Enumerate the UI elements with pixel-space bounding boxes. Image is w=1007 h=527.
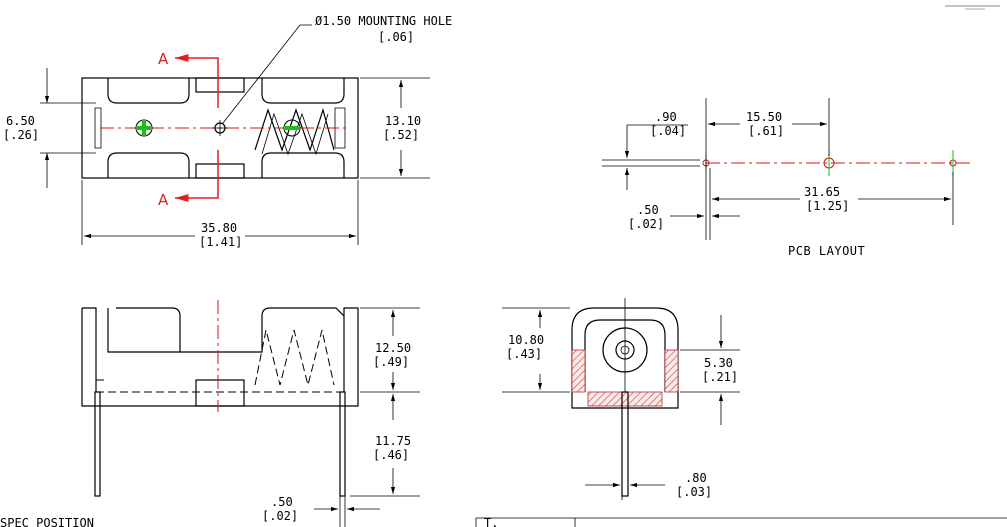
title-block: T. [475, 516, 1007, 527]
end-view-hatch-right [664, 349, 679, 393]
dim-pin-width-mm: .50 [271, 495, 293, 509]
dim-pcb-offset-in: [.04] [650, 124, 686, 138]
mounting-hole-callout-inch: [.06] [378, 30, 414, 44]
side-view-upper-edge [180, 307, 345, 353]
dim-top-length-mm: 35.80 [201, 221, 237, 235]
end-view-hatch-bottom [587, 391, 663, 407]
top-view-upper-cutout-right [261, 78, 345, 104]
dim-pcb-span-in: [1.25] [806, 199, 849, 213]
top-view: A A Ø1.50 MOUNTING HOLE [.06] 6.50 [.26]… [3, 14, 452, 249]
top-view-tab-top [195, 77, 245, 93]
dim-top-right-in: [.52] [383, 128, 419, 142]
end-view: 10.80 [.43] 5.30 [.21] .80 [.03] [502, 298, 740, 500]
dim-pin-width-in: [.02] [262, 509, 298, 523]
dim-end-pin-in: [.03] [676, 485, 712, 499]
dim-side-height-mm: 12.50 [375, 341, 411, 355]
minus-terminal-icon [283, 119, 301, 137]
top-view-left-contact [94, 107, 102, 149]
dim-end-inner-mm: 5.30 [704, 356, 733, 370]
dim-pin-length-mm: 11.75 [375, 434, 411, 448]
title-block-cell: T. [484, 516, 498, 527]
top-view-spring [254, 107, 335, 152]
section-label-bottom: A [158, 191, 169, 209]
dim-top-height-mm: 6.50 [6, 114, 35, 128]
plus-terminal-icon [135, 119, 153, 137]
pcb-layout-caption: PCB LAYOUT [788, 244, 865, 258]
side-view-tab [195, 379, 245, 407]
dim-top-length-in: [1.41] [199, 235, 242, 249]
top-view-upper-cutout [107, 78, 190, 104]
dim-side-height-in: [.49] [373, 355, 409, 369]
end-view-hatch-left [571, 349, 586, 393]
top-view-spring-back [261, 112, 329, 156]
dim-pcb-pitch-in: [.61] [748, 124, 784, 138]
side-view-pin-left [94, 391, 101, 497]
section-marker: A A [158, 50, 219, 209]
side-view-spring [254, 329, 335, 386]
dim-pcb-pad-in: [.02] [628, 217, 664, 231]
top-view-tab-bottom [195, 163, 245, 179]
end-view-outline [571, 307, 679, 409]
mounting-hole-leader [222, 24, 312, 124]
top-view-lower-cutout-right [261, 152, 345, 178]
top-view-lower-cutout [107, 152, 190, 178]
dim-top-right-mm: 13.10 [385, 114, 421, 128]
dim-end-inner-in: [.21] [702, 370, 738, 384]
side-view-pin-right [339, 391, 346, 497]
top-view-right-contact [334, 107, 346, 149]
side-view-outline [81, 307, 359, 407]
dim-pcb-pitch-mm: 15.50 [746, 110, 782, 124]
dim-end-height-in: [.43] [506, 347, 542, 361]
mounting-hole-icon [212, 120, 228, 136]
dim-pin-length-in: [.46] [373, 448, 409, 462]
dim-pcb-pad-mm: .50 [637, 203, 659, 217]
dim-pcb-span-mm: 31.65 [804, 185, 840, 199]
dim-pcb-offset-mm: .90 [655, 110, 677, 124]
bottom-left-cut-label: SPEC POSITION [0, 516, 94, 527]
mounting-hole-callout: Ø1.50 MOUNTING HOLE [315, 14, 452, 28]
section-label-top: A [158, 50, 169, 68]
pcb-layout: .90 [.04] 15.50 [.61] 31.65 [1.25] .50 [… [602, 98, 970, 258]
top-right-artifacts [945, 5, 1000, 10]
dim-top-height-in: [.26] [3, 128, 39, 142]
side-view-left-wall [107, 307, 181, 353]
dim-end-height-mm: 10.80 [508, 333, 544, 347]
dim-end-pin-mm: .80 [685, 471, 707, 485]
side-view: 12.50 [.49] 11.75 [.46] .50 [.02] SPEC P… [0, 300, 420, 527]
end-view-pin [621, 391, 629, 497]
pcb-pad-right [949, 150, 957, 176]
